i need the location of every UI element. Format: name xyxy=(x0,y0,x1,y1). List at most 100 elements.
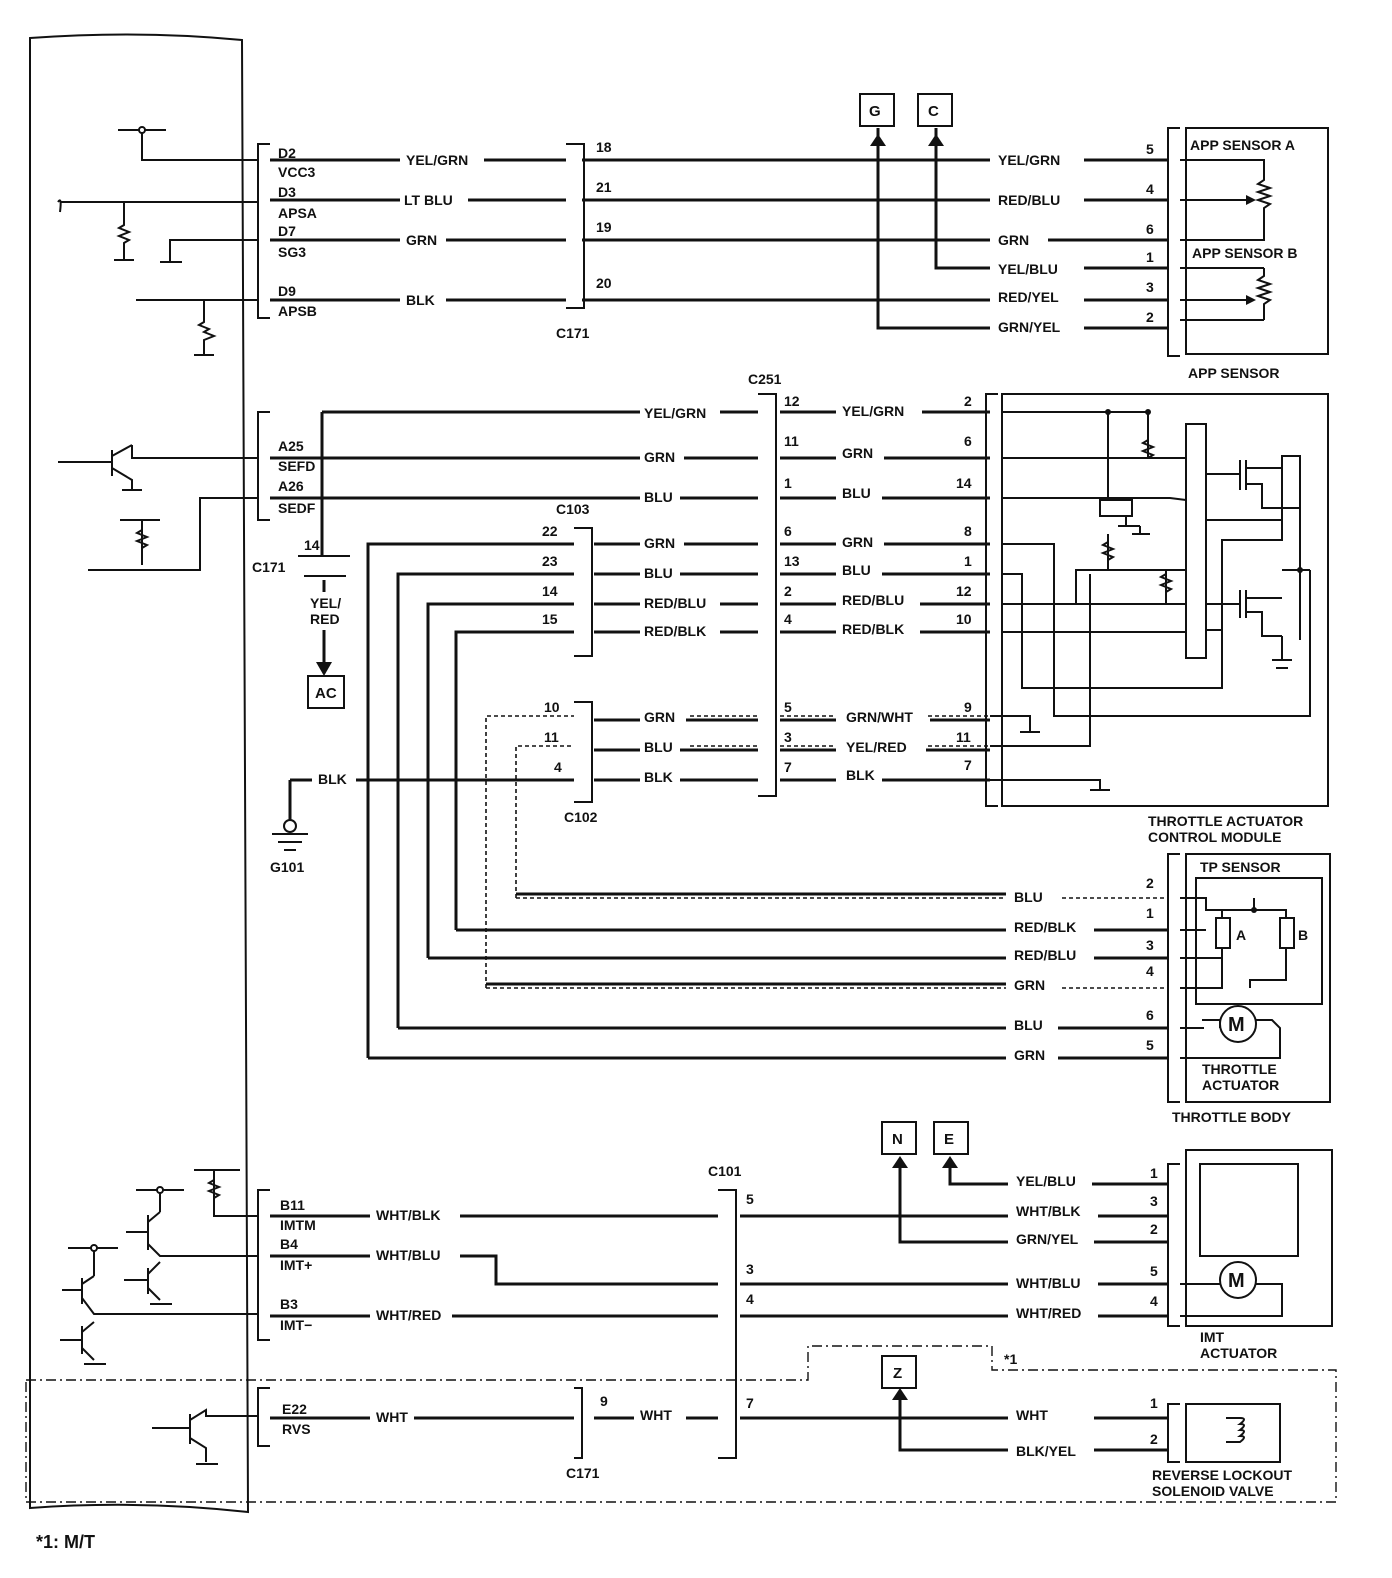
c171-pin-20: 20 xyxy=(596,275,612,291)
imt-wire-wht-blk: WHT/BLK xyxy=(376,1207,441,1223)
app-sensor-labels: YEL/GRN LT BLU GRN BLK 18 21 19 20 C171 … xyxy=(404,139,1154,341)
pin-d2: D2 xyxy=(278,145,296,161)
pin-b11: B11 xyxy=(280,1197,305,1213)
ref-g-label: G xyxy=(869,103,881,120)
tacm-pin-6: 6 xyxy=(964,433,972,449)
wire-red-blu-r: RED/BLU xyxy=(998,192,1060,208)
c251-pin-4: 4 xyxy=(784,611,792,627)
ref-e-label: E xyxy=(944,1131,954,1148)
tb-wire-grn-2: GRN xyxy=(1014,1047,1045,1063)
tacm-pin-10: 10 xyxy=(956,611,972,627)
imt-actuator-label-1: IMT xyxy=(1200,1329,1225,1345)
c103-wire-grn: GRN xyxy=(644,535,675,551)
connector-c102: C102 xyxy=(564,809,598,825)
app-sensor-wiring xyxy=(270,128,1168,330)
tacm-label-2: CONTROL MODULE xyxy=(1148,829,1282,845)
ref-box-z: Z xyxy=(881,1355,917,1389)
rls-labels: WHT 9 WHT 7 C171 WHT BLK/YEL 1 2 xyxy=(376,1393,1158,1481)
pin-e22: E22 xyxy=(282,1401,307,1417)
c251b-pin-3: 3 xyxy=(784,729,792,745)
imt-pin-3: 3 xyxy=(1150,1193,1158,1209)
c171-pin-21: 21 xyxy=(596,179,612,195)
ecm-block xyxy=(29,33,250,1514)
c171-pin-19: 19 xyxy=(596,219,612,235)
tb-wire-red-blk: RED/BLK xyxy=(1014,919,1076,935)
sig-imtm: IMTM xyxy=(280,1217,316,1233)
throttle-body-wiring xyxy=(368,892,1168,1060)
c251-wire-grn-2: GRN xyxy=(842,534,873,550)
ref-box-n: N xyxy=(881,1121,917,1155)
throttle-body-labels: BLU RED/BLK RED/BLU GRN BLU GRN 2 1 3 4 … xyxy=(1014,875,1154,1063)
pin-a25: A25 xyxy=(278,438,304,454)
tb-pin-3: 3 xyxy=(1146,937,1154,953)
imt-wire-yel-blu-r: YEL/BLU xyxy=(1016,1173,1076,1189)
ref-n-label: N xyxy=(892,1131,903,1148)
c251-wire-red-blu: RED/BLU xyxy=(842,592,904,608)
sig-vcc3: VCC3 xyxy=(278,164,316,180)
c251b-wire-blk: BLK xyxy=(846,767,875,783)
wire-blu-l: BLU xyxy=(644,489,673,505)
mt-only-region: *1 xyxy=(25,1345,1337,1503)
app-sensor-b-label: APP SENSOR B xyxy=(1192,245,1298,261)
c251-wire-red-blk: RED/BLK xyxy=(842,621,904,637)
connector-c101: C101 xyxy=(708,1163,742,1179)
imt-wire-wht-blu: WHT/BLU xyxy=(376,1247,441,1263)
c251-pin-12: 12 xyxy=(784,393,800,409)
rls-label-1: REVERSE LOCKOUT xyxy=(1152,1467,1292,1483)
sig-sg3: SG3 xyxy=(278,244,306,260)
c251b-wire-grn-wht: GRN/WHT xyxy=(846,709,913,725)
throttle-motor-label: M xyxy=(1228,1014,1245,1036)
c102-wire-blk: BLK xyxy=(644,769,673,785)
c103-pin-15: 15 xyxy=(542,611,558,627)
wire-lt-blu: LT BLU xyxy=(404,192,453,208)
throttle-actuator-label-1: THROTTLE xyxy=(1202,1061,1277,1077)
c171-pin-18: 18 xyxy=(596,139,612,155)
tp-sensor-label: TP SENSOR xyxy=(1200,859,1281,875)
connector-c171-bottom: C171 xyxy=(566,1465,600,1481)
ecm-pin-brackets xyxy=(257,143,270,1447)
imt-pin-2: 2 xyxy=(1150,1221,1158,1237)
tacm-pin-14: 14 xyxy=(956,475,972,491)
rls-label-2: SOLENOID VALVE xyxy=(1152,1483,1274,1499)
wire-red-yel-r: RED/YEL xyxy=(998,289,1059,305)
app-sensor-component: APP SENSOR A APP SENSOR B APP SENSOR xyxy=(1167,127,1329,381)
app-pin-4: 4 xyxy=(1146,181,1154,197)
c101-pin-5: 5 xyxy=(746,1191,754,1207)
pin-b4: B4 xyxy=(280,1236,298,1252)
tp-b-label: B xyxy=(1298,927,1308,943)
wire-yel-grn-r: YEL/GRN xyxy=(998,152,1060,168)
imt-wire-wht-blk-r: WHT/BLK xyxy=(1016,1203,1081,1219)
sig-sedf: SEDF xyxy=(278,500,316,516)
c103-wire-blu: BLU xyxy=(644,565,673,581)
imt-wire-wht-blu-r: WHT/BLU xyxy=(1016,1275,1081,1291)
c251-wire-yel-grn: YEL/GRN xyxy=(842,403,904,419)
imt-actuator-label-2: ACTUATOR xyxy=(1200,1345,1277,1361)
c171-pin-9: 9 xyxy=(600,1393,608,1409)
c101-pin-3: 3 xyxy=(746,1261,754,1277)
reverse-lockout-solenoid-component: REVERSE LOCKOUT SOLENOID VALVE xyxy=(1152,1403,1292,1499)
c102-pin-4: 4 xyxy=(554,759,562,775)
imt-labels: WHT/BLK WHT/BLU WHT/RED C101 5 3 4 YEL/B… xyxy=(376,1163,1158,1323)
connector-c171-top: C171 xyxy=(556,325,590,341)
wire-grn-yel-r: GRN/YEL xyxy=(998,319,1061,335)
tacm-pin-9: 9 xyxy=(964,699,972,715)
sig-sefd: SEFD xyxy=(278,458,315,474)
c251-pin-6: 6 xyxy=(784,523,792,539)
wire-yel-grn: YEL/GRN xyxy=(406,152,468,168)
app-sensor-label: APP SENSOR xyxy=(1188,365,1280,381)
c101-pin-7: 7 xyxy=(746,1395,754,1411)
app-sensor-a-label: APP SENSOR A xyxy=(1190,137,1295,153)
tacm-pin-2: 2 xyxy=(964,393,972,409)
c251b-pin-7: 7 xyxy=(784,759,792,775)
ref-ac-label: AC xyxy=(315,685,337,702)
c102-wire-grn: GRN xyxy=(644,709,675,725)
c251-pin-11: 11 xyxy=(784,433,799,449)
c251-wire-grn: GRN xyxy=(842,445,873,461)
sig-apsa: APSA xyxy=(278,205,317,221)
c102-pin-11: 11 xyxy=(544,729,559,745)
ref-box-g: G xyxy=(859,93,895,127)
footnote: *1: M/T xyxy=(36,1532,95,1552)
tacm-label-1: THROTTLE ACTUATOR xyxy=(1148,813,1303,829)
tb-wire-blu-2: BLU xyxy=(1014,1017,1043,1033)
tb-wire-red-blu: RED/BLU xyxy=(1014,947,1076,963)
